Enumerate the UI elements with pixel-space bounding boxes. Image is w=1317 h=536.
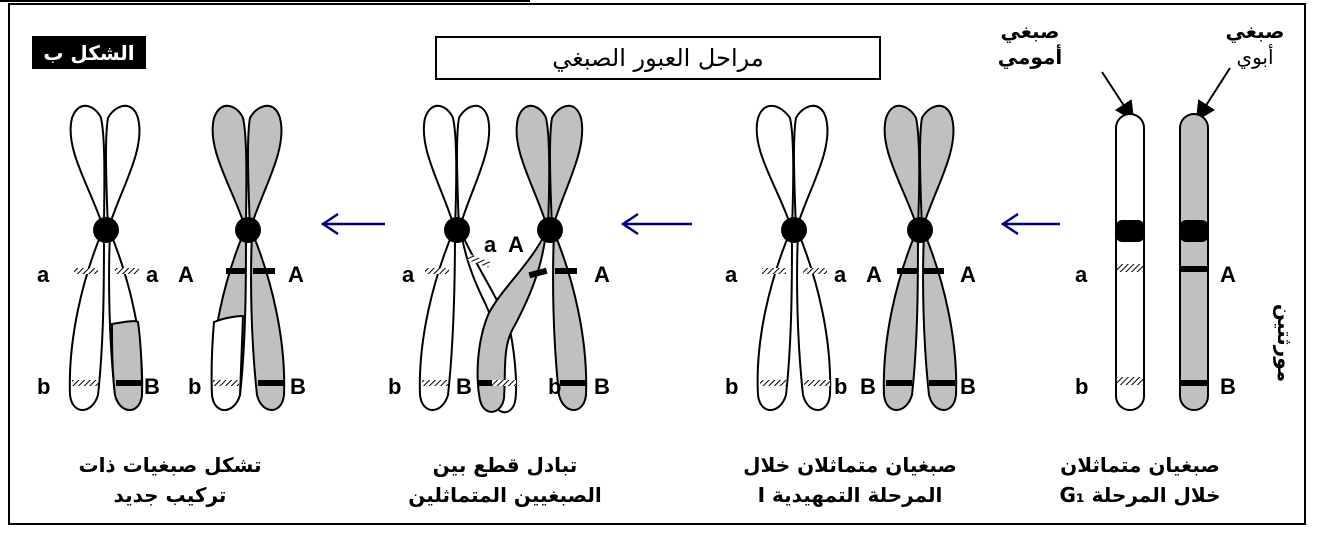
paternal-pointer xyxy=(1198,68,1230,118)
allele-a: a xyxy=(725,262,738,287)
caption-stage2: صبغيان متماثلان خلال المرحلة التمهيدية I xyxy=(705,450,995,510)
arrow-2 xyxy=(623,214,692,234)
allele-A: A xyxy=(508,232,524,257)
caption-stage4: تشكل صبغيات ذات تركيب جديد xyxy=(40,450,300,510)
arrow-1 xyxy=(1003,214,1060,234)
allele-B: B xyxy=(960,374,976,399)
maternal-pointer xyxy=(1102,72,1132,118)
stage4-maternal-chromosome xyxy=(70,106,142,410)
stage4-paternal-chromosome xyxy=(212,106,285,410)
allele-a: a xyxy=(146,262,159,287)
allele-A: A xyxy=(288,262,304,287)
allele-B: B xyxy=(144,374,160,399)
allele-a: a xyxy=(484,232,497,257)
allele-a: a xyxy=(1075,262,1088,287)
allele-b: b xyxy=(37,374,50,399)
allele-A: A xyxy=(866,262,882,287)
caption-stage2-line1: صبغيان متماثلان خلال xyxy=(705,450,995,480)
allele-B: B xyxy=(594,374,610,399)
allele-B: B xyxy=(1220,374,1236,399)
allele-b: b xyxy=(834,374,847,399)
allele-B: B xyxy=(290,374,306,399)
allele-A: A xyxy=(1220,262,1236,287)
allele-a: a xyxy=(834,262,847,287)
stage3-paternal-chromosome xyxy=(478,106,587,412)
stage1-paternal-chromosome xyxy=(1180,114,1208,410)
caption-stage2-line2: المرحلة التمهيدية I xyxy=(705,480,995,510)
allele-b: b xyxy=(1075,374,1088,399)
caption-stage1-line1: صبغيان متماثلان xyxy=(1020,450,1260,480)
allele-b: b xyxy=(188,374,201,399)
allele-a: a xyxy=(402,262,415,287)
stage1-maternal-chromosome xyxy=(1116,114,1144,410)
allele-a: a xyxy=(37,262,50,287)
stage2-paternal-chromosome xyxy=(884,106,956,410)
caption-stage3: تبادل قطع بين الصبغيين المتماثلين xyxy=(375,450,635,510)
allele-b: b xyxy=(548,374,561,399)
allele-b: b xyxy=(725,374,738,399)
caption-stage4-line2: تركيب جديد xyxy=(40,480,300,510)
allele-b: b xyxy=(388,374,401,399)
allele-B: B xyxy=(456,374,472,399)
allele-A: A xyxy=(594,262,610,287)
allele-A: A xyxy=(178,262,194,287)
caption-stage3-line2: الصبغيين المتماثلين xyxy=(375,480,635,510)
allele-B: B xyxy=(860,374,876,399)
stage2-maternal-chromosome xyxy=(757,106,831,410)
caption-stage4-line1: تشكل صبغيات ذات xyxy=(40,450,300,480)
allele-A: A xyxy=(960,262,976,287)
caption-stage1: صبغيان متماثلان خلال المرحلة G₁ xyxy=(1020,450,1260,510)
caption-stage1-line2: خلال المرحلة G₁ xyxy=(1020,480,1260,510)
caption-stage3-line1: تبادل قطع بين xyxy=(375,450,635,480)
arrow-3 xyxy=(323,214,385,234)
